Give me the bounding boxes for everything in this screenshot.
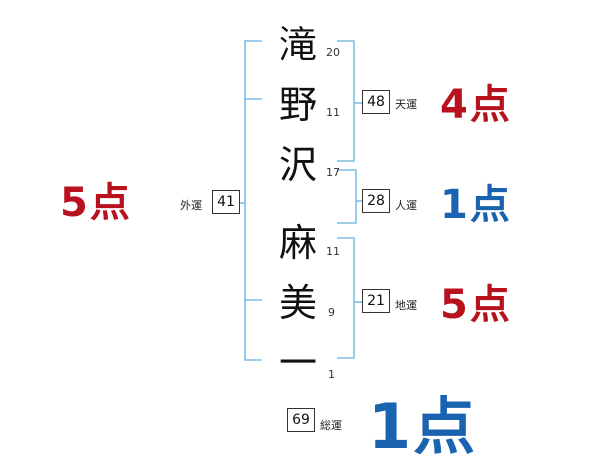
jinun-bracket: [337, 169, 357, 224]
name-char-4: 麻: [278, 221, 317, 265]
jinun-value: 28: [362, 189, 390, 213]
jinun-label: 人運: [395, 199, 417, 212]
gaiun-score: 5点: [60, 180, 132, 226]
chiun-label: 地運: [395, 299, 417, 312]
stroke-count-3: 17: [326, 166, 340, 179]
chiun-score: 5点: [440, 282, 512, 328]
chiun-value: 21: [362, 289, 390, 313]
stroke-count-6: 1: [328, 368, 335, 381]
stroke-count-2: 11: [326, 106, 340, 119]
name-char-1: 滝: [278, 23, 317, 67]
gaiun-value: 41: [212, 190, 240, 214]
stroke-count-1: 20: [326, 46, 340, 59]
chiun-bracket: [337, 237, 355, 359]
stroke-count-4: 11: [326, 245, 340, 258]
souun-label: 総運: [320, 419, 342, 432]
souun-value: 69: [287, 408, 315, 432]
jinun-score: 1点: [440, 182, 512, 228]
tenun-label: 天運: [395, 98, 417, 111]
tenun-value: 48: [362, 90, 390, 114]
tenun-score: 4点: [440, 82, 512, 128]
name-char-3: 沢: [278, 143, 317, 187]
gaiun-label: 外運: [180, 199, 202, 212]
name-char-2: 野: [278, 83, 317, 127]
souun-score: 1点: [368, 390, 478, 463]
stroke-count-5: 9: [328, 306, 335, 319]
name-char-5: 美: [278, 281, 317, 325]
tenun-bracket: [337, 40, 355, 162]
name-char-6: 一: [278, 341, 317, 385]
gaiun-bracket: [244, 40, 262, 361]
